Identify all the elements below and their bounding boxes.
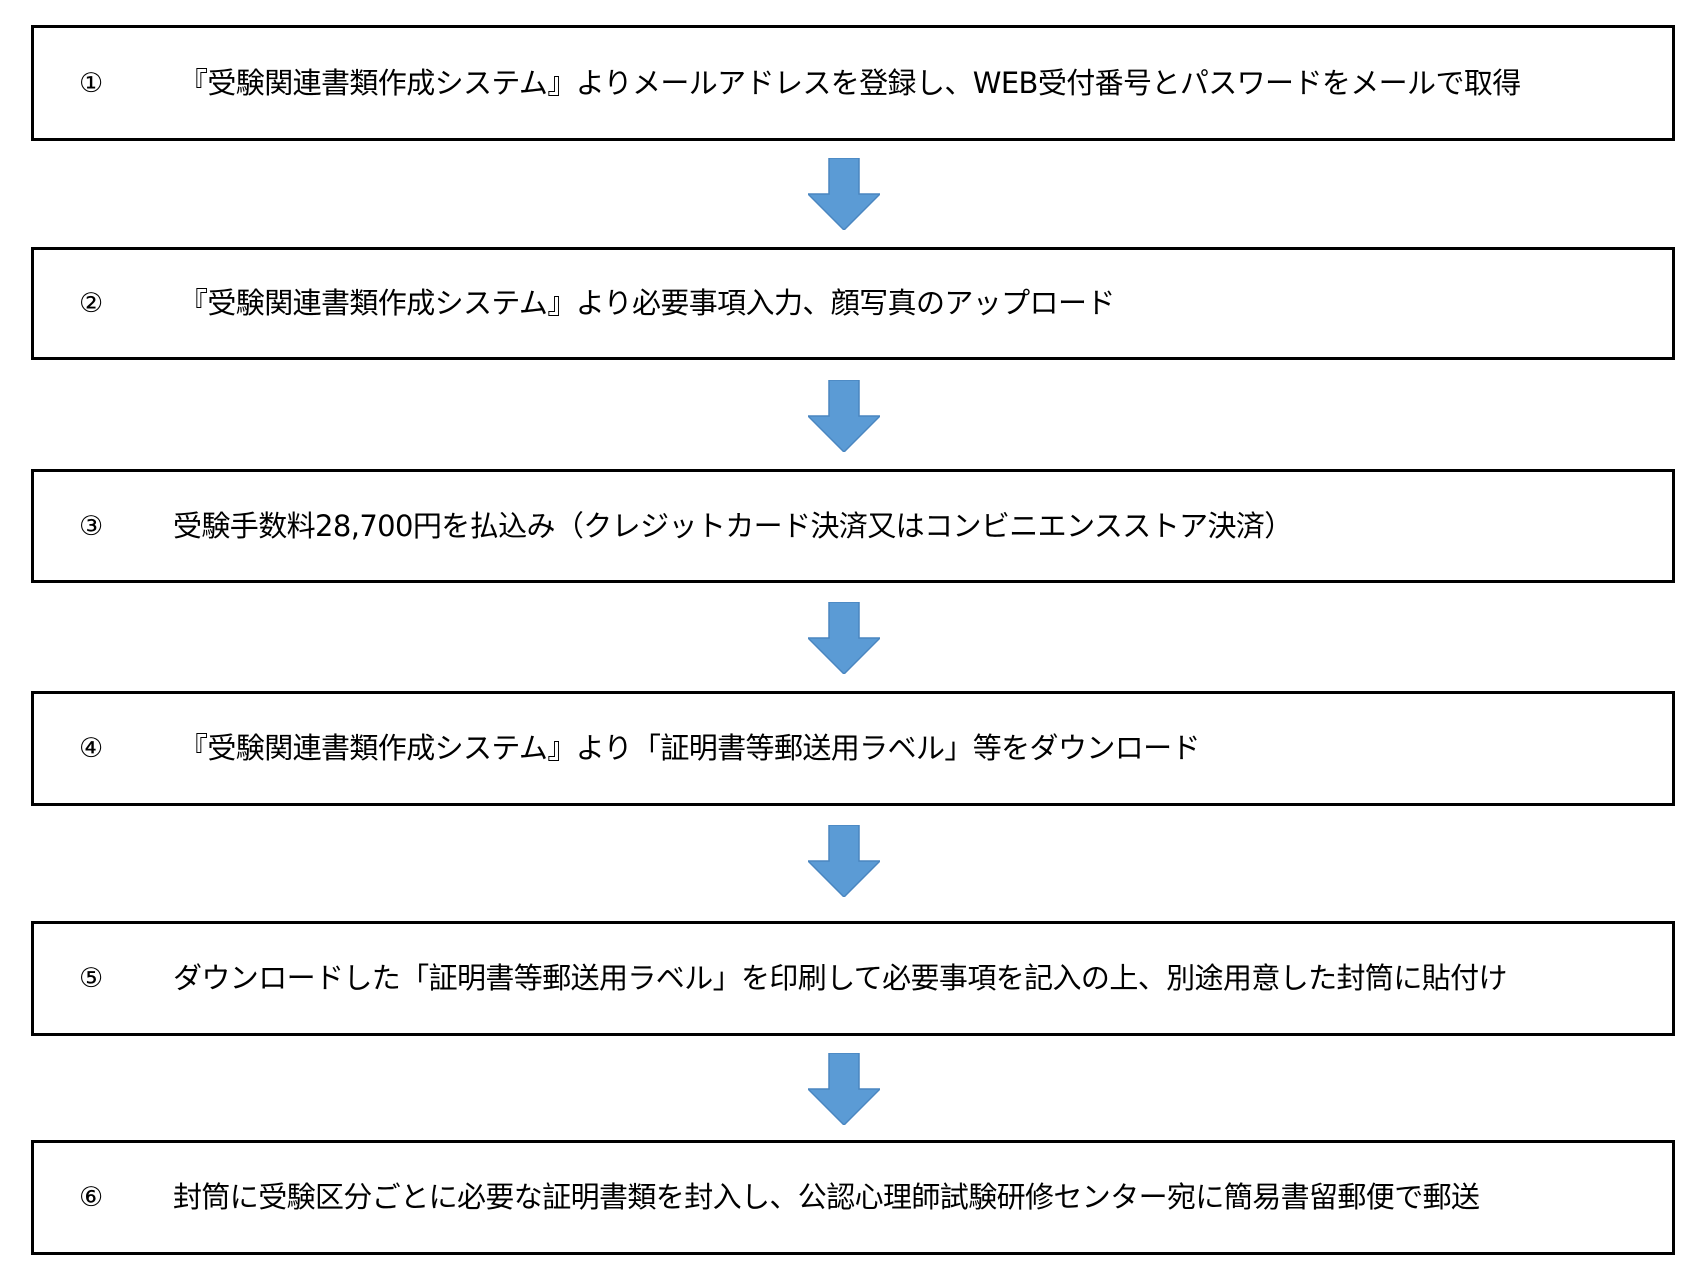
step-3-text: 受験手数料28,700円を払込み（クレジットカード決済又はコンビニエンスストア決… xyxy=(173,508,1293,543)
step-6-box: ⑥ 封筒に受験区分ごとに必要な証明書類を封入し、公認心理師試験研修センター宛に簡… xyxy=(31,1140,1675,1255)
down-arrow-icon xyxy=(808,1053,880,1125)
step-5-box: ⑤ ダウンロードした「証明書等郵送用ラベル」を印刷して必要事項を記入の上、別途用… xyxy=(31,921,1675,1036)
down-arrow-icon xyxy=(808,602,880,674)
step-4-number: ④ xyxy=(79,733,104,764)
step-1-text: 『受験関連書類作成システム』よりメールアドレスを登録し、WEB受付番号とパスワー… xyxy=(179,65,1521,100)
step-2-box: ② 『受験関連書類作成システム』より必要事項入力、顔写真のアップロード xyxy=(31,247,1675,360)
step-5-text: ダウンロードした「証明書等郵送用ラベル」を印刷して必要事項を記入の上、別途用意し… xyxy=(173,961,1508,995)
step-6-text: 封筒に受験区分ごとに必要な証明書類を封入し、公認心理師試験研修センター宛に簡易書… xyxy=(173,1180,1480,1214)
step-3-number: ③ xyxy=(79,510,104,542)
step-2-text: 『受験関連書類作成システム』より必要事項入力、顔写真のアップロード xyxy=(179,286,1115,320)
step-6-number: ⑥ xyxy=(79,1182,104,1213)
step-5-number: ⑤ xyxy=(79,963,104,994)
step-4-box: ④ 『受験関連書類作成システム』より「証明書等郵送用ラベル」等をダウンロード xyxy=(31,691,1675,806)
down-arrow-icon xyxy=(808,380,880,452)
step-2-number: ② xyxy=(79,288,104,319)
down-arrow-icon xyxy=(808,158,880,230)
step-3-box: ③ 受験手数料28,700円を払込み（クレジットカード決済又はコンビニエンススト… xyxy=(31,469,1675,583)
step-1-number: ① xyxy=(79,67,104,99)
down-arrow-icon xyxy=(808,825,880,897)
step-4-text: 『受験関連書類作成システム』より「証明書等郵送用ラベル」等をダウンロード xyxy=(179,731,1201,765)
step-1-box: ① 『受験関連書類作成システム』よりメールアドレスを登録し、WEB受付番号とパス… xyxy=(31,25,1675,141)
